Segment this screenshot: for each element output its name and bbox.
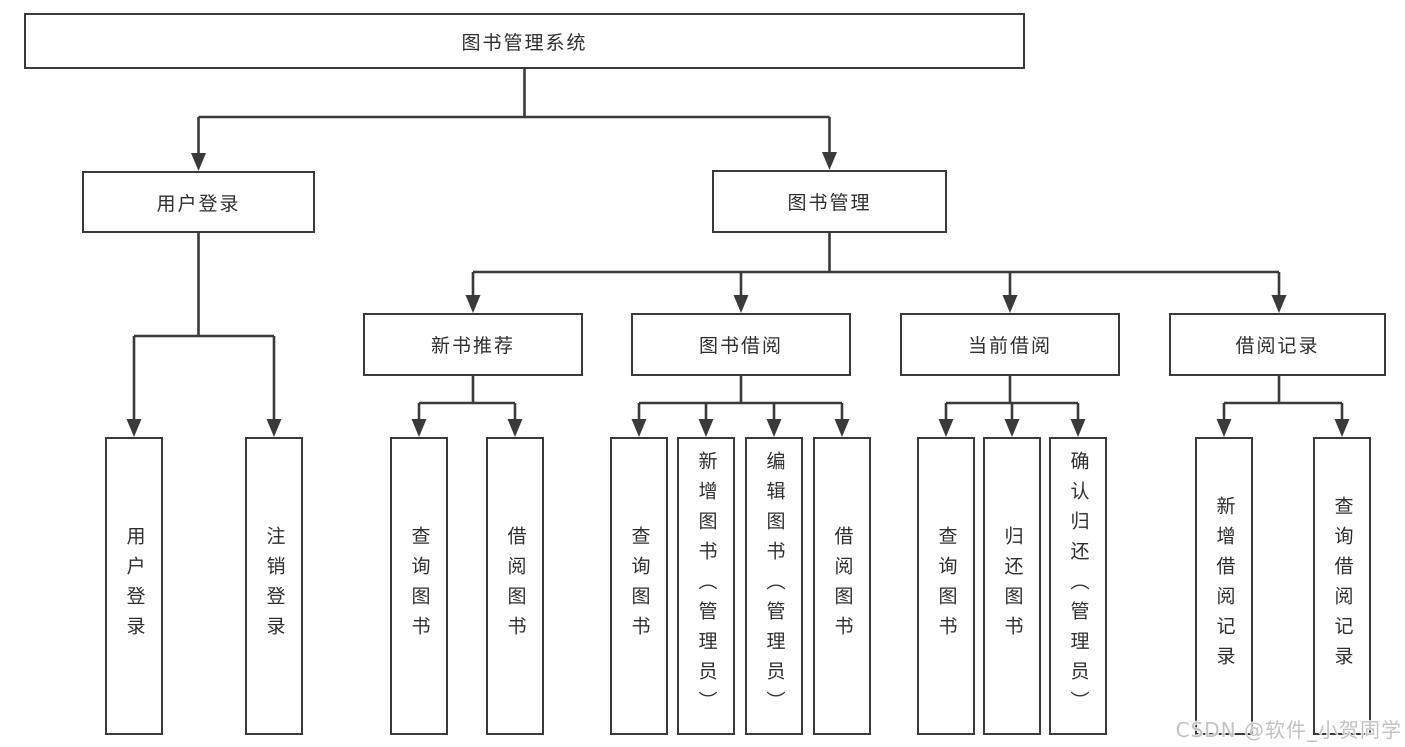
connector-current-borrowing-children xyxy=(938,376,1086,437)
arrow-down-icon xyxy=(698,419,714,437)
leaf-add-borrow-record: 新增借阅记录 xyxy=(1195,437,1253,735)
arrow-down-icon xyxy=(126,419,142,437)
arrow-down-icon xyxy=(1070,419,1086,437)
leaf-query-books-borrowing: 查询图书 xyxy=(610,437,668,735)
leaf-user-login: 用户登录 xyxy=(105,437,163,735)
arrow-down-icon xyxy=(822,152,837,170)
leaf-add-book-admin: 新增图书（管理员） xyxy=(677,437,735,735)
watermark: CSDN @软件_小贺同学 xyxy=(1175,718,1402,742)
leaf-borrow-books-recommend: 借阅图书 xyxy=(486,437,544,735)
node-root-system: 图书管理系统 xyxy=(24,13,1025,69)
leaf-query-borrow-record: 查询借阅记录 xyxy=(1313,437,1371,735)
connector-borrowing-records-children xyxy=(1216,376,1350,437)
arrow-down-icon xyxy=(766,419,782,437)
leaf-query-books-current: 查询图书 xyxy=(917,437,975,735)
node-current-borrowing: 当前借阅 xyxy=(900,313,1120,376)
node-borrowing-records: 借阅记录 xyxy=(1169,313,1386,376)
arrow-down-icon xyxy=(465,295,481,313)
arrow-down-icon xyxy=(1004,419,1020,437)
connector-book-borrowing-children xyxy=(631,376,850,437)
connector-user-login-children xyxy=(126,233,282,437)
leaf-return-books: 归还图书 xyxy=(983,437,1041,735)
arrow-down-icon xyxy=(266,419,282,437)
arrow-down-icon xyxy=(411,419,427,437)
connector-root-to-level2 xyxy=(191,69,837,171)
arrow-down-icon xyxy=(733,295,749,313)
arrow-down-icon xyxy=(834,419,850,437)
connector-new-book-recommend-children xyxy=(411,376,523,437)
leaf-edit-book-admin: 编辑图书（管理员） xyxy=(745,437,803,735)
arrow-down-icon xyxy=(1002,295,1018,313)
node-book-borrowing: 图书借阅 xyxy=(631,313,851,376)
node-user-login: 用户登录 xyxy=(82,171,315,233)
leaf-confirm-return-admin: 确认归还（管理员） xyxy=(1049,437,1107,735)
leaf-logout: 注销登录 xyxy=(245,437,303,735)
arrow-down-icon xyxy=(631,419,647,437)
node-book-management: 图书管理 xyxy=(712,170,947,233)
arrow-down-icon xyxy=(1216,419,1232,437)
arrow-down-icon xyxy=(1271,295,1287,313)
arrow-down-icon xyxy=(507,419,523,437)
arrow-down-icon xyxy=(1334,419,1350,437)
leaf-borrow-books-borrowing: 借阅图书 xyxy=(813,437,871,735)
leaf-query-books-recommend: 查询图书 xyxy=(390,437,448,735)
arrow-down-icon xyxy=(938,419,954,437)
connector-book-management-children xyxy=(465,233,1287,313)
node-new-book-recommend: 新书推荐 xyxy=(363,313,583,376)
arrow-down-icon xyxy=(191,153,206,171)
